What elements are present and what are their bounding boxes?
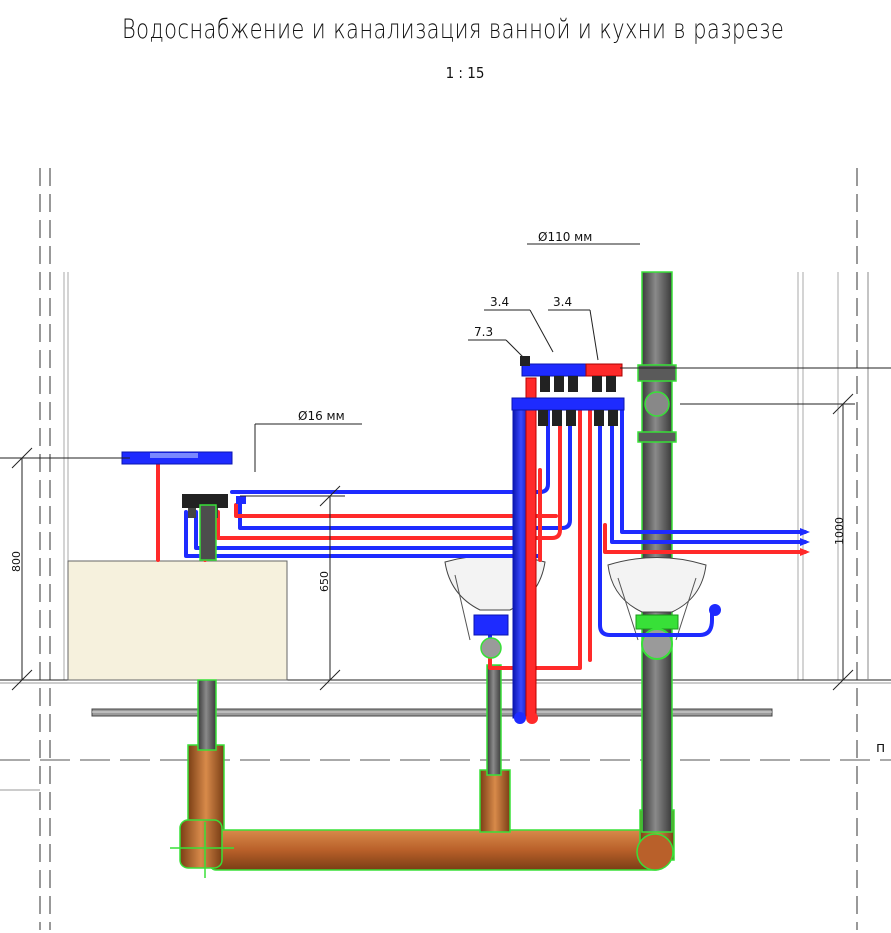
valve-label-c: 7.3 <box>474 325 493 339</box>
dim-1000: 1000 <box>833 517 846 545</box>
toilet-drain <box>480 637 502 659</box>
valve-label-a: 3.4 <box>490 295 509 309</box>
riser-end-red <box>526 712 538 724</box>
drawing-scale: 1 : 15 <box>445 64 485 82</box>
hot-water-riser <box>525 377 537 719</box>
dimension-lines <box>0 243 891 691</box>
riser-end-blue <box>514 712 526 724</box>
dim-650: 650 <box>318 571 331 592</box>
valve-label-b: 3.4 <box>553 295 572 309</box>
pipe-16-label: Ø16 мм <box>298 409 345 423</box>
outlet-arrows <box>800 528 810 556</box>
sewer-pipes-orange <box>170 664 675 878</box>
manifold-bottom <box>511 397 625 426</box>
edge-letter: п <box>876 740 885 756</box>
drawing-title: Водоснабжение и канализация ванной и кух… <box>121 14 785 45</box>
kitchen-manifold <box>121 451 246 561</box>
toilet-valve-box <box>473 614 509 636</box>
pipe-110-label: Ø110 мм <box>538 230 592 244</box>
kitchen-cabinet <box>67 560 288 681</box>
wall-lines <box>0 168 891 930</box>
toilet-right <box>607 557 707 641</box>
right-tap <box>709 604 721 616</box>
manifold-top <box>520 356 623 392</box>
dim-800: 800 <box>10 551 23 572</box>
